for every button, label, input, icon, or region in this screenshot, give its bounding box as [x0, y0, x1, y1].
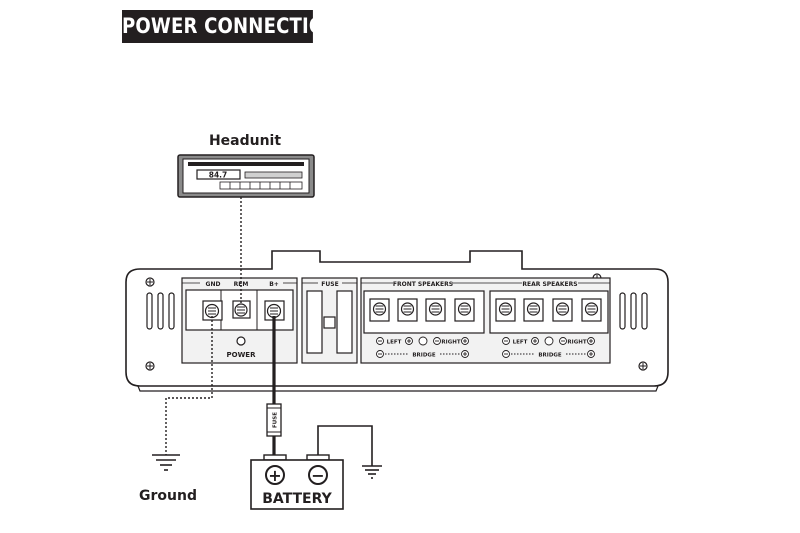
front-bridge-label: BRIDGE — [412, 353, 436, 359]
battery-positive-symbol: + — [268, 466, 281, 485]
power-led-icon — [236, 336, 246, 346]
headunit-display: 84.7 — [209, 171, 228, 180]
fuse-panel-label: FUSE — [321, 281, 338, 288]
rear-speaker-terminals — [495, 298, 602, 322]
screw-icon — [145, 361, 155, 371]
vent-slots — [619, 292, 648, 330]
front-polarity-row — [376, 336, 469, 346]
screw-icon — [638, 361, 648, 371]
battery-positive-icon — [265, 465, 285, 485]
speaker-terminal — [397, 298, 418, 322]
speaker-terminal — [425, 298, 446, 322]
rear-polarity-row — [502, 336, 595, 346]
power-section-label: POWER — [227, 351, 257, 359]
negative-wire — [317, 425, 373, 466]
speaker-terminal — [454, 298, 475, 322]
battery — [250, 454, 344, 510]
headunit-label: Headunit — [209, 133, 281, 149]
front-right-label: RIGHT — [441, 340, 460, 346]
front-speaker-terminals — [369, 298, 475, 322]
speaker-terminal — [581, 298, 602, 322]
speaker-terminal — [495, 298, 516, 322]
ground-symbol-icon — [152, 454, 180, 471]
vent-slots — [146, 292, 175, 330]
chassis-ground-icon — [362, 465, 382, 479]
rem-terminal — [232, 300, 251, 319]
screw-icon — [145, 277, 155, 287]
speaker-terminal — [369, 298, 390, 322]
rem-terminal-label: REM — [234, 281, 249, 288]
headunit: 84.7 — [177, 154, 315, 198]
bplus-terminal-label: B+ — [269, 281, 279, 288]
gnd-terminal-label: GND — [206, 281, 221, 288]
battery-negative-icon — [308, 465, 328, 485]
battery-label: BATTERY — [262, 491, 332, 507]
rear-led-icon — [544, 336, 554, 346]
rear-bridge-label: BRIDGE — [538, 353, 562, 359]
front-led-icon — [418, 336, 428, 346]
front-speakers-label: FRONT SPEAKERS — [393, 281, 453, 288]
battery-negative-symbol: − — [311, 466, 324, 485]
rear-right-label: RIGHT — [567, 340, 586, 346]
speaker-terminal — [552, 298, 573, 322]
front-left-label: LEFT — [387, 340, 402, 346]
speaker-terminal — [523, 298, 544, 322]
ground-wire — [165, 316, 213, 455]
ground-label: Ground — [139, 488, 197, 504]
rear-speakers-label: REAR SPEAKERS — [522, 281, 577, 288]
fuse-panel — [301, 277, 358, 364]
rear-bridge-row — [502, 350, 595, 358]
rear-left-label: LEFT — [513, 340, 528, 346]
inline-fuse-label: FUSE — [273, 412, 279, 428]
front-bridge-row — [376, 350, 469, 358]
inline-fuse — [266, 403, 282, 437]
